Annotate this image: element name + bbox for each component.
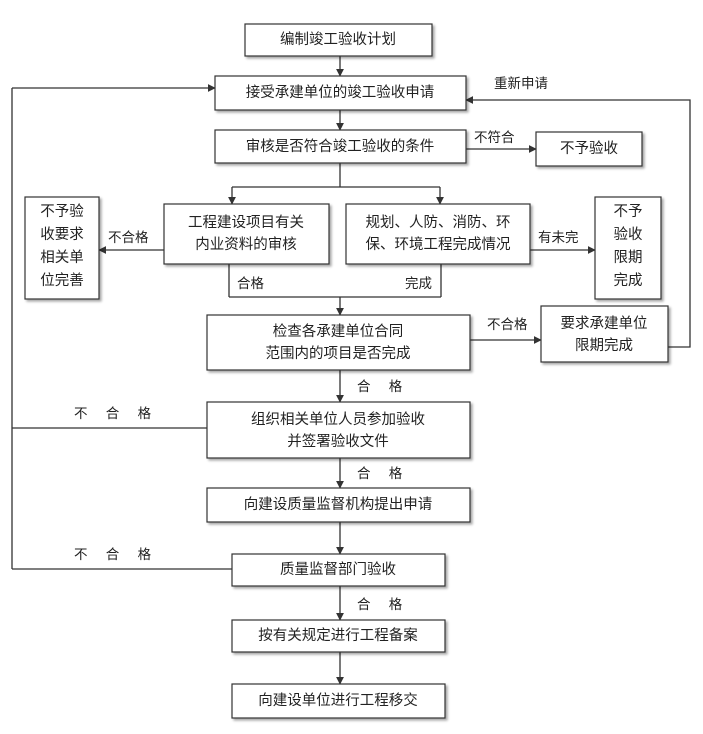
node-internal-docs-review: 工程建设项目有关 内业资料的审核: [163, 203, 330, 265]
node-handover: 向建设单位进行工程移交: [231, 683, 446, 719]
label-unqualified-docs: 不合格: [108, 230, 149, 246]
node-accept-application-text: 接受承建单位的竣工验收申请: [246, 84, 435, 101]
node-reject-improve: 不予验 收要求 相关单 位完善: [24, 196, 100, 300]
node-reject-deadline-line1: 不予: [614, 203, 643, 220]
node-reject-deadline-line2: 验收: [614, 226, 643, 243]
node-organize-acceptance-line2: 并签署验收文件: [287, 433, 389, 450]
node-apply-supervision-text: 向建设质量监督机构提出申请: [244, 496, 433, 513]
node-require-completion: 要求承建单位 限期完成: [540, 305, 669, 363]
node-internal-docs-review-line1: 工程建设项目有关: [188, 214, 304, 231]
node-require-completion-line2: 限期完成: [575, 337, 633, 354]
node-apply-supervision: 向建设质量监督机构提出申请: [206, 487, 471, 523]
node-special-works-status-line1: 规划、人防、消防、环: [366, 214, 511, 231]
node-reject-improve-line1: 不予验: [40, 203, 84, 220]
label-unfinished: 有未完: [538, 230, 579, 246]
label-unqualified-loop-1: 不 合 格: [74, 406, 158, 422]
label-completed: 完成: [405, 276, 432, 292]
label-qualified-2: 合 格: [357, 466, 409, 482]
node-quality-acceptance: 质量监督部门验收: [231, 553, 446, 587]
label-not-conform: 不符合: [474, 130, 515, 146]
node-reject-improve-line2: 收要求: [40, 226, 84, 243]
node-special-works-status: 规划、人防、消防、环 保、环境工程完成情况: [345, 203, 531, 265]
node-reject-improve-line3: 相关单: [40, 249, 84, 266]
label-unqualified-scope: 不合格: [487, 317, 528, 333]
node-quality-acceptance-text: 质量监督部门验收: [280, 561, 396, 578]
node-reject-deadline-line4: 完成: [614, 272, 643, 289]
node-review-conditions: 审核是否符合竣工验收的条件: [214, 129, 467, 164]
node-check-contract-scope-line2: 范围内的项目是否完成: [266, 345, 411, 362]
node-filing: 按有关规定进行工程备案: [231, 619, 446, 653]
loop-n10-to-n2: [465, 96, 691, 348]
label-qualified-1: 合 格: [357, 379, 409, 395]
node-reject-improve-line4: 位完善: [40, 272, 84, 289]
node-compile-plan-text: 编制竣工验收计划: [280, 31, 396, 48]
node-check-contract-scope-line1: 检查各承建单位合同: [273, 323, 404, 340]
node-organize-acceptance: 组织相关单位人员参加验收 并签署验收文件: [206, 401, 471, 459]
node-check-contract-scope: 检查各承建单位合同 范围内的项目是否完成: [206, 314, 471, 371]
node-no-acceptance: 不予验收: [535, 131, 643, 167]
node-special-works-status-line2: 保、环境工程完成情况: [366, 235, 511, 253]
node-internal-docs-review-line2: 内业资料的审核: [195, 236, 297, 253]
node-reject-deadline-line3: 限期: [614, 249, 643, 266]
node-review-conditions-text: 审核是否符合竣工验收的条件: [246, 138, 435, 155]
node-require-completion-line1: 要求承建单位: [561, 315, 648, 332]
node-handover-text: 向建设单位进行工程移交: [258, 691, 418, 709]
node-compile-plan: 编制竣工验收计划: [244, 23, 433, 57]
label-qualified-3: 合 格: [357, 597, 409, 613]
label-reapply: 重新申请: [494, 76, 548, 92]
node-no-acceptance-text: 不予验收: [560, 140, 618, 157]
node-filing-text: 按有关规定进行工程备案: [258, 626, 418, 644]
node-organize-acceptance-line1: 组织相关单位人员参加验收: [251, 411, 425, 428]
node-accept-application: 接受承建单位的竣工验收申请: [214, 75, 467, 111]
label-unqualified-loop-2: 不 合 格: [74, 547, 158, 563]
label-qualified-docs: 合格: [237, 276, 264, 292]
node-reject-deadline: 不予 验收 限期 完成: [594, 196, 662, 300]
